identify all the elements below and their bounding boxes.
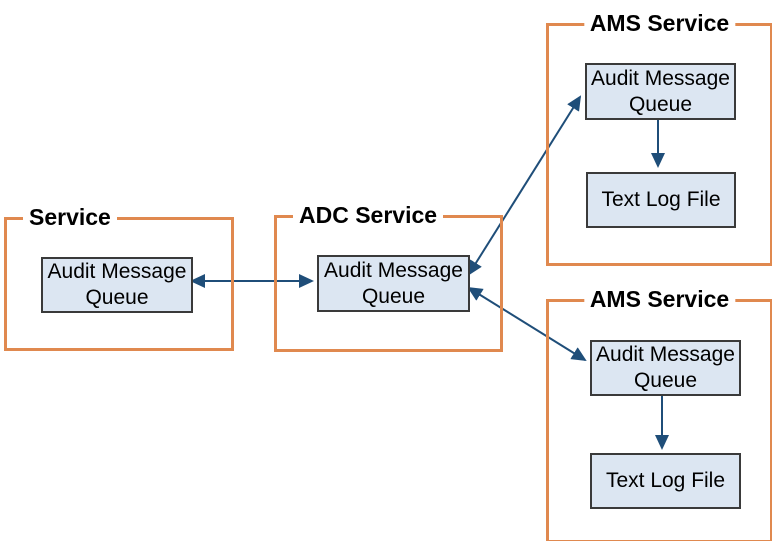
ams-top-audit-message-queue-node: Audit Message Queue [585,63,736,120]
service-audit-message-queue-node: Audit Message Queue [41,257,193,313]
adc-service-group-title: ADC Service [293,201,444,229]
ams-service-bottom-group-title: AMS Service [583,285,736,313]
ams-service-bottom-group: AMS Service Audit Message Queue Text Log… [546,285,772,541]
ams-bottom-text-log-file-node: Text Log File [590,453,741,509]
adc-service-group: ADC Service Audit Message Queue [274,201,503,352]
ams-service-top-group-title: AMS Service [583,9,736,37]
adc-audit-message-queue-node: Audit Message Queue [317,255,470,312]
ams-top-text-log-file-node: Text Log File [586,172,736,228]
ams-service-top-group: AMS Service Audit Message Queue Text Log… [546,9,772,266]
ams-bottom-audit-message-queue-node: Audit Message Queue [590,340,741,396]
service-group: Service Audit Message Queue [4,203,234,351]
service-group-title: Service [23,203,117,231]
